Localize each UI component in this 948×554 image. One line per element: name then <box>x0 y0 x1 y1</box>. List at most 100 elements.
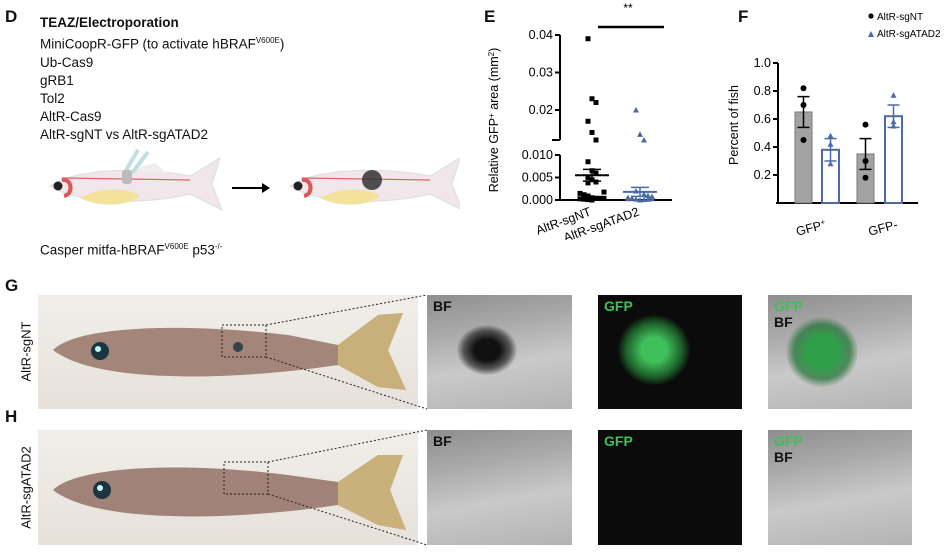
data-point <box>589 96 595 102</box>
data-point <box>577 190 583 196</box>
reagent-item: Ub-Cas9 <box>40 54 94 70</box>
data-point <box>800 102 807 108</box>
y-tick-label: 0.02 <box>529 103 553 117</box>
row-label-sgatad2: AltR-sgATAD2 <box>18 446 34 529</box>
data-point <box>862 121 869 128</box>
panel-label-g: G <box>5 276 19 295</box>
data-point <box>633 196 639 202</box>
fish-illustration-after <box>289 157 460 210</box>
data-point <box>581 196 587 202</box>
data-point <box>589 130 595 135</box>
data-point <box>585 36 591 42</box>
x-tick-label: GFP- <box>867 218 899 239</box>
data-point <box>593 179 599 185</box>
bf-label: BF <box>774 314 793 330</box>
data-point <box>827 160 834 167</box>
reagent-item: AltR-sgNT vs AltR-sgATAD2 <box>40 126 209 142</box>
y-tick-label: 0.8 <box>754 84 771 98</box>
legend: AltR-sgNT AltR-sgATAD2 <box>868 12 941 40</box>
data-point <box>625 195 631 202</box>
bf-label: BF <box>433 298 452 314</box>
data-point <box>641 137 647 143</box>
panel-label-e: E <box>484 7 496 26</box>
data-point <box>890 92 897 98</box>
data-point <box>800 137 807 143</box>
significance-marker: ** <box>623 1 633 15</box>
gfp-label: GFP <box>604 298 633 314</box>
superscript: V600E <box>255 36 280 45</box>
legend-label: AltR-sgNT <box>877 12 923 23</box>
data-point <box>649 195 655 202</box>
data-point <box>585 180 591 186</box>
data-point <box>601 195 607 201</box>
y-axis-label: Percent of fish <box>727 85 741 165</box>
legend-marker-sgatad2 <box>868 31 874 37</box>
superscript: V600E <box>164 242 189 251</box>
chart-f-percent-fish: AltR-sgNT AltR-sgATAD2 Percent of fish 0… <box>727 12 941 239</box>
zebrafish-schematic <box>49 148 460 212</box>
y-tick-label: 0.005 <box>522 171 553 185</box>
data-point <box>633 107 639 113</box>
data-point <box>641 191 647 197</box>
data-point <box>601 189 607 195</box>
panel-label-h: H <box>5 407 18 426</box>
legend-label: AltR-sgATAD2 <box>877 29 941 40</box>
row-label-sgnt: AltR-sgNT <box>18 321 34 382</box>
data-point <box>637 131 643 137</box>
gfp-label: GFP <box>774 433 803 449</box>
data-point <box>800 85 807 92</box>
y-tick-label: 0.6 <box>754 112 771 126</box>
data-point <box>585 159 591 165</box>
y-tick-label: 0.04 <box>529 28 553 42</box>
data-point <box>585 118 591 124</box>
fish-strain-caption: Casper mitfa-hBRAFV600E p53-/- <box>40 238 222 260</box>
gfp-signal <box>786 317 858 387</box>
data-point <box>585 175 591 180</box>
reagent-heading: TEAZ/Electroporation <box>40 15 179 30</box>
x-tick-label: GFP+ <box>794 217 827 238</box>
data-point <box>827 132 834 139</box>
data-point <box>629 195 635 201</box>
y-tick-label: 1.0 <box>754 56 771 70</box>
data-point <box>827 141 834 147</box>
data-point <box>890 118 897 125</box>
legend-marker-sgnt <box>868 13 874 19</box>
tumor-region <box>457 325 517 375</box>
data-point <box>585 193 591 199</box>
y-tick-label: 0.010 <box>522 148 553 162</box>
panel-label-f: F <box>738 7 749 26</box>
reagent-item: gRB1 <box>40 72 74 88</box>
reagent-text: MiniCoopR-GFP (to activate hBRAF <box>40 36 256 52</box>
data-point <box>577 196 583 202</box>
gfp-image-sgnt: GFP <box>598 295 742 409</box>
superscript: -/- <box>214 242 223 251</box>
data-point <box>593 170 599 176</box>
gfp-label: GFP <box>774 298 803 314</box>
data-point <box>589 197 595 203</box>
bf-label: BF <box>774 449 793 465</box>
reagent-item: MiniCoopR-GFP (to activate hBRAFV600E) <box>40 32 284 54</box>
bar <box>884 115 903 204</box>
reagent-item: Tol2 <box>40 90 65 106</box>
reagent-list: TEAZ/Electroporation MiniCoopR-GFP (to a… <box>40 14 284 144</box>
chart-e-gfp-area: Relative GFP+ area (mm2) ** 0.0000.0050.… <box>487 1 672 240</box>
y-tick-label: 0.03 <box>529 66 553 80</box>
bf-image-sgatad2: BF <box>427 430 572 545</box>
data-point <box>862 174 869 181</box>
panel-label-d: D <box>5 7 18 26</box>
whole-fish-photo-sgatad2 <box>38 430 418 545</box>
data-point <box>890 123 897 129</box>
y-tick-label: 0.4 <box>754 140 771 154</box>
y-tick-label: 0.2 <box>754 168 771 182</box>
gfp-label: GFP <box>604 433 633 449</box>
data-point <box>645 196 651 202</box>
caption-text: p53 <box>188 242 215 258</box>
whole-fish-photo-sgnt <box>38 295 418 409</box>
bf-label: BF <box>433 433 452 449</box>
data-point <box>581 192 587 198</box>
gfp-image-sgatad2: GFP <box>598 430 742 545</box>
